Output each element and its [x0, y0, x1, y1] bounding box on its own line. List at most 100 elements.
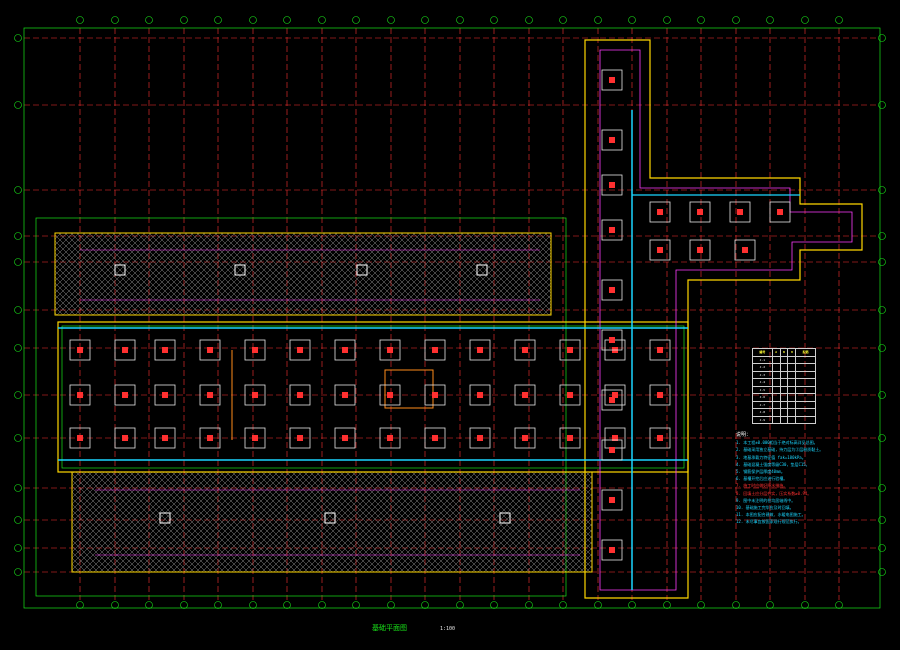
- axis-bubble-top: [732, 16, 740, 24]
- axis-bubble-left: [14, 232, 22, 240]
- schedule-cell: J-8: [752, 408, 773, 417]
- column: [567, 435, 573, 441]
- footing: [601, 439, 623, 461]
- axis-bubble-top: [525, 16, 533, 24]
- schedule-cell: [795, 408, 816, 417]
- axis-bubble-bottom: [76, 601, 84, 609]
- axis-bubble-left: [14, 391, 22, 399]
- footing: [289, 384, 311, 406]
- axis-bubble-right: [878, 484, 886, 492]
- axis-bubble-top: [456, 16, 464, 24]
- column: [522, 347, 528, 353]
- footing: [379, 427, 401, 449]
- axis-bubble-bottom: [732, 601, 740, 609]
- column: [609, 497, 615, 503]
- footing: [154, 384, 176, 406]
- axis-bubble-bottom: [111, 601, 119, 609]
- column: [342, 347, 348, 353]
- footing: [469, 427, 491, 449]
- schedule-cell: [787, 400, 797, 409]
- schedule-cell: J-2: [752, 363, 773, 372]
- schedule-row: J-7: [752, 400, 816, 409]
- ramp-outline: [384, 369, 434, 409]
- axis-bubble-top: [111, 16, 119, 24]
- column: [737, 209, 743, 215]
- axis-bubble-bottom: [766, 601, 774, 609]
- note-line: 9. 图中未注明的柱均居轴线中。: [736, 497, 796, 503]
- note-line: 1. 本工程±0.000相当于绝对标高详见总图。: [736, 440, 818, 446]
- axis-bubble-bottom: [490, 601, 498, 609]
- axis-bubble-bottom: [283, 601, 291, 609]
- axis-bubble-bottom: [697, 601, 705, 609]
- schedule-cell: [779, 393, 789, 402]
- column: [609, 287, 615, 293]
- axis-bubble-right: [878, 101, 886, 109]
- schedule-cell: [771, 378, 781, 387]
- axis-bubble-left: [14, 484, 22, 492]
- column: [609, 547, 615, 553]
- column: [387, 435, 393, 441]
- note-line: 2. 基础采用独立基础，持力层为②层粉质黏土。: [736, 447, 824, 453]
- axis-bubble-bottom: [801, 601, 809, 609]
- footing: [769, 201, 791, 223]
- axis-bubble-left: [14, 568, 22, 576]
- schedule-cell: [787, 393, 797, 402]
- column: [657, 209, 663, 215]
- axis-bubble-top: [835, 16, 843, 24]
- footing: [469, 384, 491, 406]
- schedule-cell: J-5: [752, 385, 773, 394]
- schedule-cell: [795, 400, 816, 409]
- footing: [244, 384, 266, 406]
- axis-bubble-top: [387, 16, 395, 24]
- footing: [379, 339, 401, 361]
- schedule-cell: [771, 415, 781, 424]
- column: [432, 392, 438, 398]
- hatched-block-south: [71, 471, 593, 573]
- column: [609, 77, 615, 83]
- column: [612, 392, 618, 398]
- axis-bubble-bottom: [145, 601, 153, 609]
- schedule-cell: [779, 363, 789, 372]
- axis-bubble-bottom: [594, 601, 602, 609]
- schedule-row: J-5: [752, 385, 816, 394]
- footing: [559, 384, 581, 406]
- footing: [559, 339, 581, 361]
- footing: [154, 427, 176, 449]
- axis-bubble-right: [878, 186, 886, 194]
- axis-bubble-left: [14, 544, 22, 552]
- axis-bubble-top: [801, 16, 809, 24]
- axis-bubble-top: [594, 16, 602, 24]
- column: [252, 347, 258, 353]
- footing: [604, 384, 626, 406]
- axis-bubble-top: [352, 16, 360, 24]
- schedule-header-cell: 编号: [752, 348, 773, 357]
- footing: [559, 427, 581, 449]
- column: [432, 435, 438, 441]
- schedule-cell: [787, 385, 797, 394]
- axis-bubble-right: [878, 544, 886, 552]
- schedule-cell: [771, 393, 781, 402]
- note-line: 4. 基础混凝土强度等级C30，垫层C15。: [736, 461, 810, 467]
- footing: [379, 384, 401, 406]
- wing-outline: [584, 39, 863, 599]
- column: [297, 392, 303, 398]
- axis-bubble-bottom: [835, 601, 843, 609]
- column: [777, 209, 783, 215]
- building-outline: [54, 39, 863, 599]
- footing: [601, 219, 623, 241]
- column: [387, 347, 393, 353]
- footing: [199, 384, 221, 406]
- axis-bubble-right: [878, 34, 886, 42]
- column: [697, 209, 703, 215]
- schedule-cell: J-4: [752, 378, 773, 387]
- footing: [69, 427, 91, 449]
- column: [207, 392, 213, 398]
- axis-bubble-top: [697, 16, 705, 24]
- footing: [601, 489, 623, 511]
- schedule-cell: [795, 363, 816, 372]
- footing: [469, 339, 491, 361]
- footing: [601, 279, 623, 301]
- core-box: [159, 512, 171, 524]
- core-box: [499, 512, 511, 524]
